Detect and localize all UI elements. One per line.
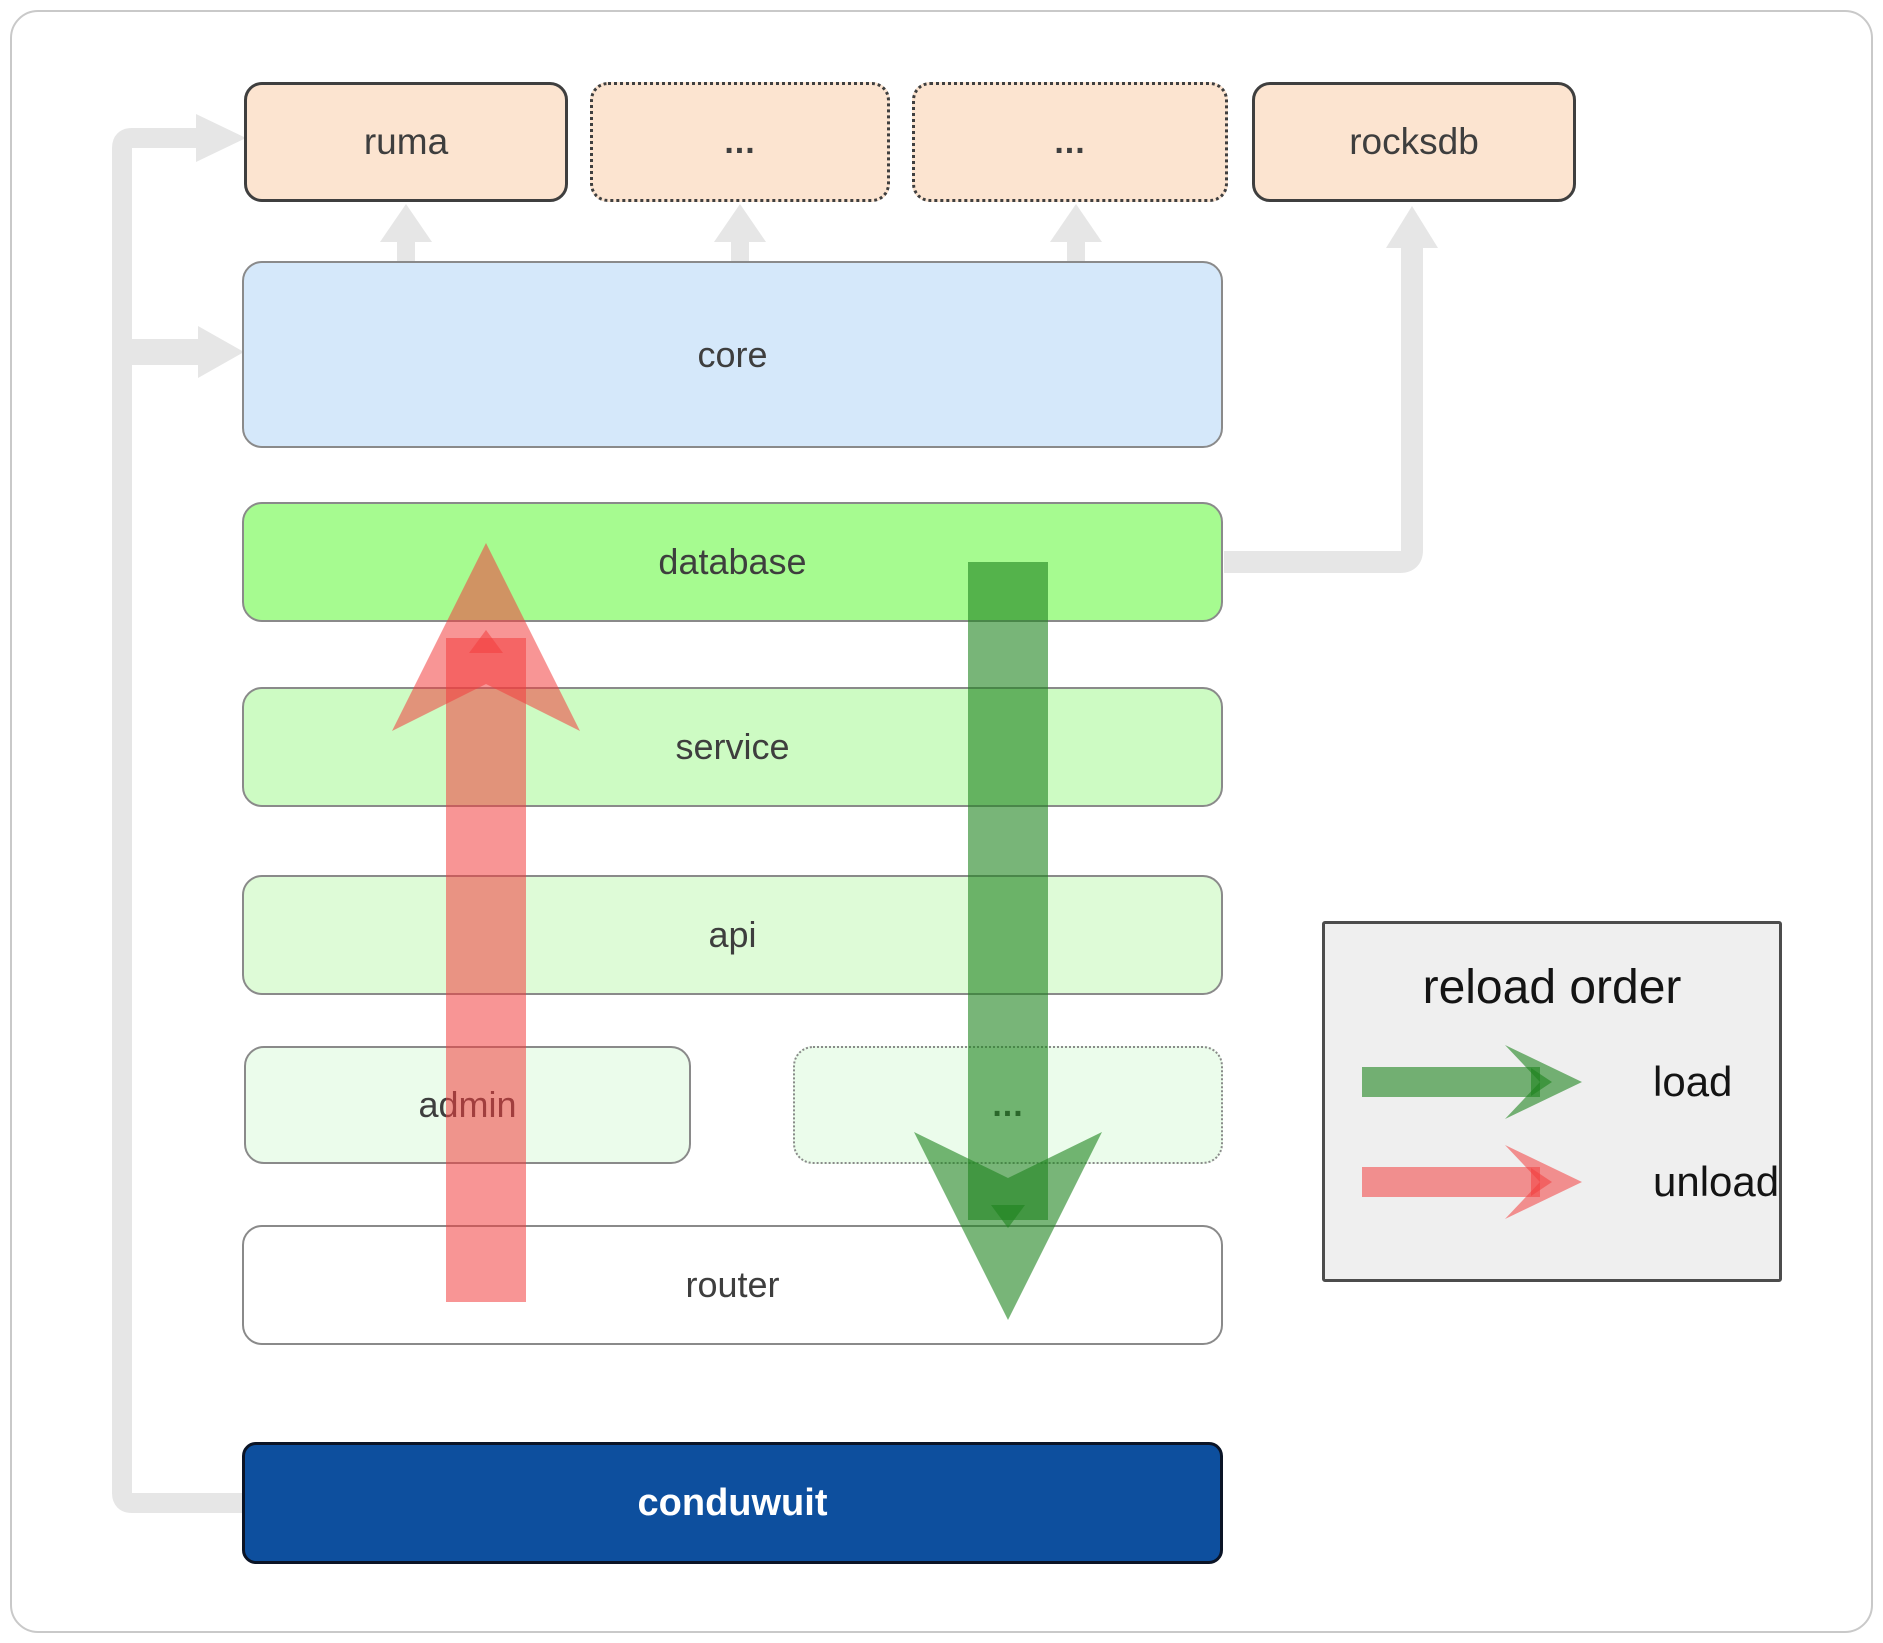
node-rocksdb-label: rocksdb [1349, 121, 1479, 162]
node-service-label: service [675, 726, 790, 767]
diagram-frame [10, 10, 1873, 1633]
legend-label-unload: unload [1653, 1158, 1780, 1205]
node-rocksdb: rocksdb [1252, 82, 1576, 202]
node-ruma-label: ruma [363, 121, 449, 162]
node-conduwuit-label: conduwuit [637, 1481, 828, 1524]
node-ellipsis-top-left-label: ... [724, 122, 756, 161]
node-service: service [242, 687, 1223, 807]
node-admin: admin [244, 1046, 691, 1164]
node-router-label: router [685, 1264, 780, 1305]
node-ellipsis-top-right: ... [912, 82, 1228, 202]
node-ellipsis-mid: ... [793, 1046, 1223, 1164]
node-ellipsis-top-right-label: ... [1054, 122, 1086, 161]
node-database: database [242, 502, 1223, 622]
node-ruma: ruma [244, 82, 568, 202]
node-ellipsis-top-left: ... [590, 82, 890, 202]
node-admin-label: admin [418, 1084, 517, 1125]
node-conduwuit: conduwuit [242, 1442, 1223, 1564]
legend-label-load: load [1653, 1058, 1733, 1105]
node-api: api [242, 875, 1223, 995]
node-api-label: api [708, 914, 757, 955]
node-router: router [242, 1225, 1223, 1345]
legend-title: reload order [1422, 961, 1682, 1014]
node-core: core [242, 261, 1223, 448]
node-ellipsis-mid-label: ... [992, 1085, 1024, 1124]
node-core-label: core [697, 333, 768, 375]
node-database-label: database [658, 541, 807, 582]
